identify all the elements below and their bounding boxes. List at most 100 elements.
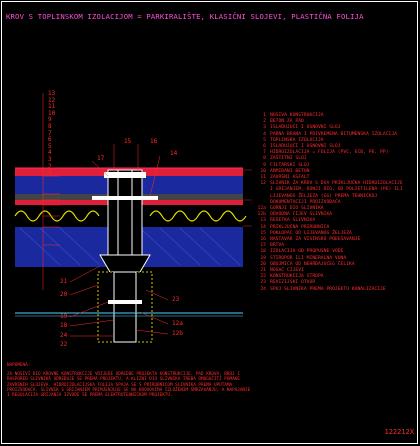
insulation-wave: [14, 210, 247, 222]
legend-row: 1 NOSIVA KONSTRUKCIJA: [256, 113, 416, 119]
legend-number: 14: [260, 224, 266, 230]
legend-text: REVIZIJSKI OTVOR: [270, 280, 316, 286]
legend-number: 23: [260, 280, 266, 286]
top-callout-14: 14: [170, 150, 178, 157]
legend-row: 8 ZAŠTITNI SLOJ: [256, 156, 416, 162]
left-leaders: [42, 93, 60, 290]
legend-number: 9: [263, 162, 266, 168]
legend-row: 14 PRIKLJUČNA PRIRUBNICA: [256, 225, 416, 231]
legend-row: 13 REŠETKA SLIVNIKA: [256, 218, 416, 224]
left-callout: 1: [48, 169, 52, 177]
legend-number: 21: [260, 268, 266, 274]
legend-text: BETON ZA PAD: [270, 119, 304, 125]
bottom-callout-18: 18: [60, 322, 68, 329]
legend-text: PRIKLJUČNA PRIRUBNICA: [270, 224, 330, 230]
legend-text: FILTARSKI SLOJ: [270, 162, 310, 168]
legend-number: 1: [263, 113, 266, 118]
legend-text: HIDROIZOLACIJA = FOLIJA (PVC, ECB, PE, P…: [270, 150, 389, 156]
left-callout: 8: [48, 122, 52, 130]
legend-text: ARMIRANI BETON: [270, 168, 310, 174]
legend-text: OBUJMICA OD NEHRĐAJUĆEG ČELIKA: [270, 261, 355, 267]
drain-grate: [104, 172, 146, 178]
legend-number: 3: [263, 125, 266, 131]
legend-text: NOSIVA KONSTRUKCIJA: [270, 113, 324, 118]
left-callout: 5: [48, 142, 52, 150]
legend-text: GORNJI DIO SLIVNIKA: [270, 206, 324, 212]
legend-number: 15: [260, 230, 266, 236]
legend-number: 12: [260, 181, 266, 187]
legend-number: 12b: [257, 212, 266, 218]
left-callout: 6: [48, 136, 52, 144]
legend-number: 16: [260, 237, 266, 243]
bottom-callout-12b: 12b: [172, 330, 183, 337]
bottom-callout-20: 20: [60, 291, 68, 298]
drain-funnel: [99, 254, 151, 273]
top-leaders: [91, 144, 161, 197]
drain-pipe: [113, 271, 137, 343]
left-callout: 7: [48, 129, 52, 137]
legend-number: 18: [260, 249, 266, 255]
legend-number: 22: [260, 274, 266, 280]
left-callout: 12: [48, 96, 56, 104]
top-callout-15: 15: [124, 138, 132, 145]
legend-row: 12b ODVODNA CIJEV SLIVNIKA: [256, 212, 416, 218]
legend-row: 17 BRTVA: [256, 243, 416, 249]
legend-number: 8: [263, 156, 266, 162]
bottom-callout-24: 24: [60, 332, 68, 339]
legend-text: SPOJ SLIVNIKA PREMA PROJEKTU KANALIZACIJ…: [270, 286, 386, 292]
legend-number: 13: [260, 218, 266, 224]
drain-flange: [92, 196, 158, 200]
slab-hatch: [19, 227, 241, 266]
legend-text: BRTVA: [270, 243, 285, 249]
legend-number: 17: [260, 243, 266, 249]
legend-row: 2 BETON ZA PAD: [256, 119, 416, 125]
legend-row: 10 ARMIRANI BETON: [256, 169, 416, 175]
legend-number: 19: [260, 255, 266, 261]
bottom-callout-23: 23: [172, 296, 180, 303]
bottom-callout-22: 22: [60, 341, 68, 348]
bottom-callout-19: 19: [60, 313, 68, 320]
left-callout: 9: [48, 116, 52, 124]
bottom-callout-12a: 12a: [172, 320, 183, 327]
legend-row: 20 OBUJMICA OD NEHRĐAJUĆEG ČELIKA: [256, 262, 416, 268]
left-callout: 10: [48, 109, 56, 117]
legend-row: 12 SLIVNIK ZA KROV S DVA PRIKLJUČKA HIDRO…: [256, 181, 416, 206]
legend-number: 2: [263, 119, 266, 125]
legend-text: STIROPOR ILI MINERALNA VUNA: [270, 255, 347, 261]
legend-number: 10: [260, 168, 266, 174]
legend-row: 15 POKLOPAC OD LIJEVANOG ŽELJEZA: [256, 231, 416, 237]
legend-row: 23 REVIZIJSKI OTVOR: [256, 280, 416, 286]
left-callout: 13: [48, 90, 56, 97]
legend-text: ZAŠTITNI SLOJ: [270, 156, 307, 162]
drawing-code: 122212X: [384, 428, 414, 436]
legend-number: 20: [260, 261, 266, 267]
notes-text: ZA NOSIVI DIO KROVNE KONSTRUKCIJE VRIJED…: [7, 372, 251, 399]
legend-text: ODVODNA CIJEV SLIVNIKA: [270, 212, 333, 218]
bottom-leaders: [69, 265, 169, 337]
left-callout: 4: [48, 149, 52, 157]
legend-number: 12a: [257, 206, 266, 212]
bottom-callout-21: 21: [60, 278, 68, 285]
legend-text: SLIVNIK ZA KROV S DVA PRIKLJUČKA HIDROIZ…: [270, 181, 403, 205]
left-callout: 2: [48, 162, 52, 170]
legend-text: TOPLINSKA IZOLACIJA: [270, 137, 324, 143]
legend-text: ISLADUJUĆI I OSNOVNI SLOJ: [270, 144, 341, 150]
legend-text: REŠETKA SLIVNIKA: [270, 218, 316, 224]
pipe-clamp: [108, 300, 142, 304]
notes-block: NAPOMENA: ZA NOSIVI DIO KROVNE KONSTRUKC…: [7, 363, 252, 398]
legend-text: POKLOPAC OD LIJEVANOG ŽELJEZA: [270, 230, 352, 236]
